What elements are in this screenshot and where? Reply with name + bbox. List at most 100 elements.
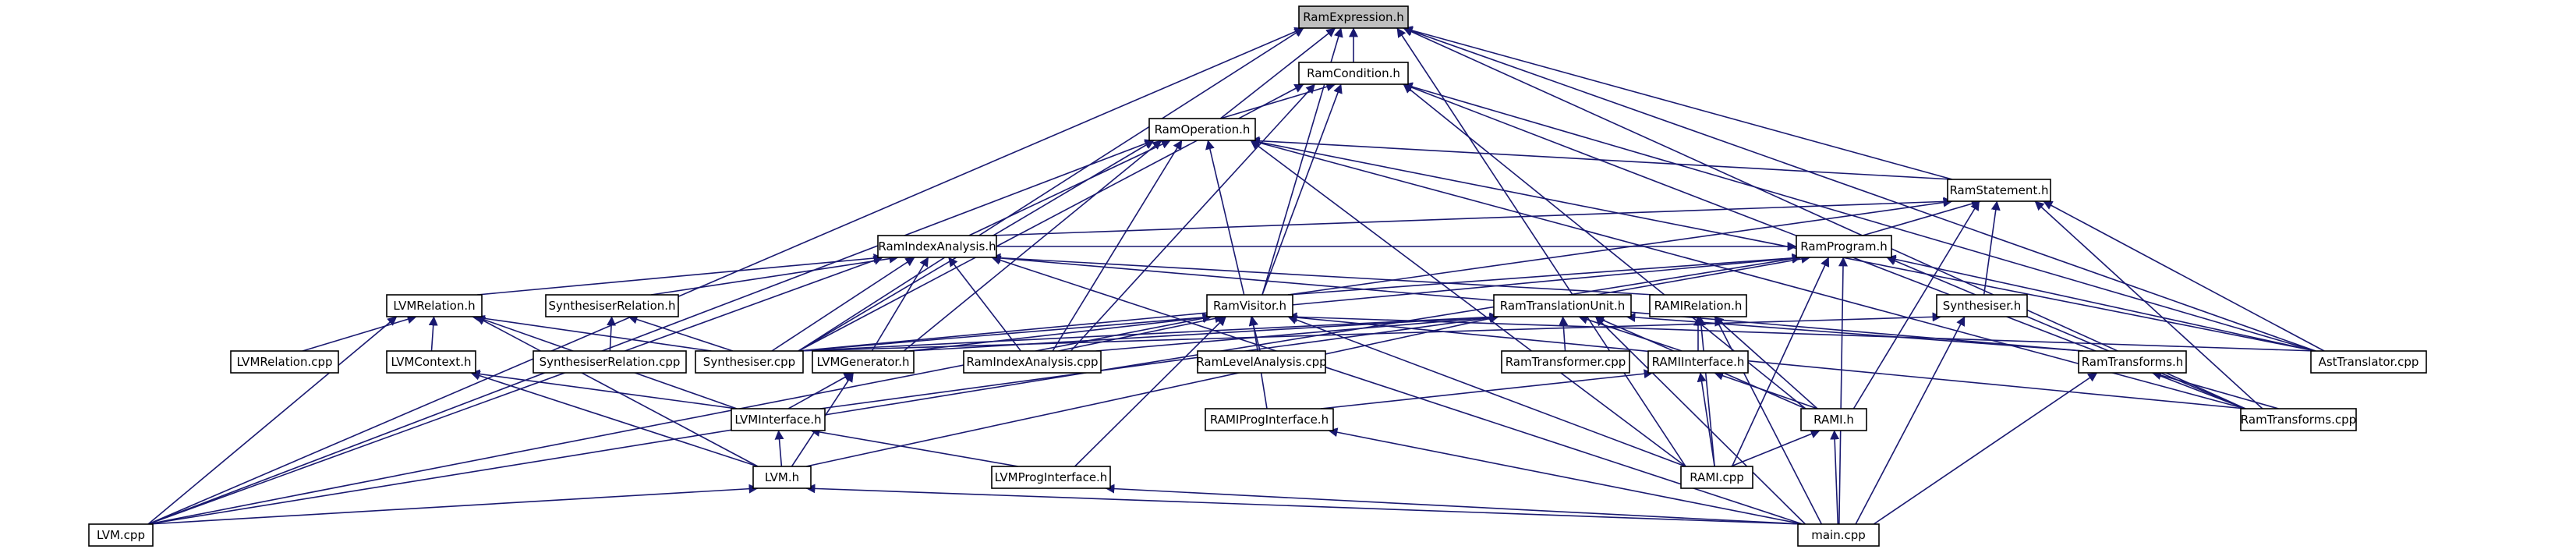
edge-ram-transforms-cpp-to-ram-statement xyxy=(2034,200,2263,409)
node-box xyxy=(695,350,804,374)
edge-rami-cpp-to-rami-h xyxy=(1730,429,1821,467)
edge-rami-cpp-to-ram-program xyxy=(1731,257,1830,467)
node-ram-statement[interactable]: RamStatement.h xyxy=(1947,179,2051,202)
edge-main-cpp-to-ram-translation-unit xyxy=(1594,316,1806,525)
node-rami-cpp[interactable]: RAMI.cpp xyxy=(1680,466,1753,489)
node-label: RAMI.h xyxy=(1813,413,1854,427)
edge-lvmcontext-to-lvmrelation xyxy=(428,316,438,352)
node-label: RamIndexAnalysis.h xyxy=(878,239,996,253)
node-label: RamExpression.h xyxy=(1303,10,1404,24)
edge-lvm-cpp-to-lvm-h xyxy=(147,484,759,525)
edge-ast-translator-cpp-to-ram-visitor xyxy=(1287,312,2316,352)
edge-ram-index-analysis-cpp-to-ram-operation xyxy=(1052,140,1183,352)
edge-lvm-cpp-to-lvmrelation xyxy=(147,316,398,525)
node-lvm-cpp[interactable]: LVM.cpp xyxy=(88,523,154,547)
node-label: LVM.cpp xyxy=(97,528,145,542)
edge-synthesiser-cpp-to-ram-visitor xyxy=(798,312,1212,352)
edge-rami-h-to-ram-statement xyxy=(1852,200,1980,409)
node-label: RamIndexAnalysis.cpp xyxy=(966,355,1098,369)
node-lvmcontext[interactable]: LVMContext.h xyxy=(386,350,476,374)
node-synthesiser-cpp[interactable]: Synthesiser.cpp xyxy=(695,350,804,374)
edge-lvmgenerator-to-ram-index-analysis-h xyxy=(871,257,929,352)
edge-ram-visitor-to-ram-program xyxy=(1287,253,1802,296)
node-ram-transformer-cpp[interactable]: RamTransformer.cpp xyxy=(1501,350,1630,374)
edge-lvm-h-to-lvminterface xyxy=(774,430,784,467)
node-ramiprog-interface[interactable]: RAMIProgInterface.h xyxy=(1205,408,1334,431)
node-box xyxy=(1501,350,1630,374)
node-synthesiser-h[interactable]: Synthesiser.h xyxy=(1936,294,2028,317)
node-box xyxy=(812,350,915,374)
node-box xyxy=(1298,5,1409,29)
edge-lvmrelation-cpp-to-lvmrelation xyxy=(302,314,417,352)
node-box xyxy=(1936,294,2028,317)
edge-ram-visitor-to-ram-operation xyxy=(1205,140,1245,296)
edge-lvmgenerator-to-ram-operation xyxy=(903,140,1162,352)
node-ram-index-analysis-cpp[interactable]: RamIndexAnalysis.cpp xyxy=(963,350,1102,374)
edge-lvmprog-interface-to-ram-visitor xyxy=(1074,316,1226,467)
edge-ast-translator-cpp-to-ram-condition xyxy=(1403,82,2316,352)
node-synthesiser-relation-cpp[interactable]: SynthesiserRelation.cpp xyxy=(533,350,687,374)
node-lvm-h[interactable]: LVM.h xyxy=(752,466,812,489)
node-ram-visitor[interactable]: RamVisitor.h xyxy=(1206,294,1293,317)
node-label: RamVisitor.h xyxy=(1213,299,1286,313)
edge-main-cpp-to-lvmprog-interface xyxy=(1105,484,1803,525)
node-ram-transforms-cpp[interactable]: RamTransforms.cpp xyxy=(2240,408,2357,431)
edge-main-cpp-to-ram-transforms-h xyxy=(1873,372,2098,525)
edge-rami-cpp-to-ram-expression xyxy=(1396,27,1686,467)
node-box xyxy=(1796,235,1892,258)
node-lvmrelation-cpp[interactable]: LVMRelation.cpp xyxy=(230,350,339,374)
edge-ram-translation-unit-to-ram-program xyxy=(1596,254,1811,296)
edge-lvmrelation-to-ram-index-analysis-h xyxy=(476,253,883,296)
edge-lvm-h-to-lvmcontext xyxy=(470,370,759,467)
node-label: SynthesiserRelation.h xyxy=(548,299,675,313)
node-ram-condition[interactable]: RamCondition.h xyxy=(1298,62,1409,85)
edge-rami-cpp-to-ram-visitor xyxy=(1287,315,1686,467)
node-lvmrelation[interactable]: LVMRelation.h xyxy=(386,294,483,317)
edge-lvminterface-to-ram-translation-unit xyxy=(819,313,1499,409)
edge-rami-cpp-to-ramirelation xyxy=(1696,316,1715,467)
edge-ast-translator-cpp-to-ram-program xyxy=(1886,254,2316,352)
edge-ram-operation-to-ram-condition xyxy=(1220,82,1336,119)
node-ram-program[interactable]: RamProgram.h xyxy=(1796,235,1892,258)
node-box xyxy=(533,350,687,374)
edge-ram-transformer-cpp-to-ram-translation-unit xyxy=(1559,316,1569,352)
node-label: LVM.h xyxy=(765,470,799,484)
node-main-cpp[interactable]: main.cpp xyxy=(1797,523,1880,547)
node-box xyxy=(1148,118,1256,141)
node-ramirelation[interactable]: RAMIRelation.h xyxy=(1649,294,1747,317)
node-box xyxy=(2240,408,2357,431)
node-label: LVMRelation.cpp xyxy=(236,355,332,369)
node-label: RamTransforms.cpp xyxy=(2241,413,2356,427)
node-ram-expression[interactable]: RamExpression.h xyxy=(1298,5,1409,29)
edge-lvmgenerator-to-ram-visitor xyxy=(908,313,1212,352)
node-label: LVMContext.h xyxy=(391,355,472,369)
edge-ast-translator-cpp-to-ram-expression xyxy=(1403,27,2316,352)
edge-ram-index-analysis-cpp-to-ram-index-analysis-h xyxy=(948,257,1021,352)
node-lvmprog-interface[interactable]: LVMProgInterface.h xyxy=(991,466,1111,489)
node-ram-level-analysis-cpp[interactable]: RamLevelAnalysis.cpp xyxy=(1196,350,1327,374)
edge-lvm-cpp-to-ram-expression xyxy=(147,27,1304,525)
node-ram-index-analysis-h[interactable]: RamIndexAnalysis.h xyxy=(877,235,997,258)
edge-ram-statement-to-ram-expression xyxy=(1403,26,1953,180)
node-lvminterface[interactable]: LVMInterface.h xyxy=(731,408,826,431)
node-ram-translation-unit[interactable]: RamTranslationUnit.h xyxy=(1493,294,1632,317)
node-label: AstTranslator.cpp xyxy=(2319,355,2419,369)
node-ram-transforms-h[interactable]: RamTransforms.h xyxy=(2078,350,2187,374)
node-ram-operation[interactable]: RamOperation.h xyxy=(1148,118,1256,141)
node-box xyxy=(230,350,339,374)
node-lvmgenerator[interactable]: LVMGenerator.h xyxy=(812,350,915,374)
edge-ram-visitor-to-ram-condition xyxy=(1261,83,1343,296)
node-synthesiser-relation[interactable]: SynthesiserRelation.h xyxy=(545,294,679,317)
edge-ramirelation-to-ram-index-analysis-h xyxy=(991,253,1655,296)
node-box xyxy=(877,235,997,258)
edge-ram-transforms-cpp-to-ram-transforms-h xyxy=(2151,370,2279,409)
node-box xyxy=(963,350,1102,374)
node-rami-h[interactable]: RAMI.h xyxy=(1800,408,1867,431)
node-box xyxy=(1197,350,1326,374)
node-ramiinterface[interactable]: RAMIInterface.h xyxy=(1647,350,1749,374)
edge-ramiprog-interface-to-ramiinterface xyxy=(1320,369,1654,409)
edge-ram-program-to-ram-statement xyxy=(1862,199,1981,236)
file-nodes: RamExpression.hRamCondition.hRamOperatio… xyxy=(88,5,2427,547)
node-ast-translator-cpp[interactable]: AstTranslator.cpp xyxy=(2310,350,2427,374)
